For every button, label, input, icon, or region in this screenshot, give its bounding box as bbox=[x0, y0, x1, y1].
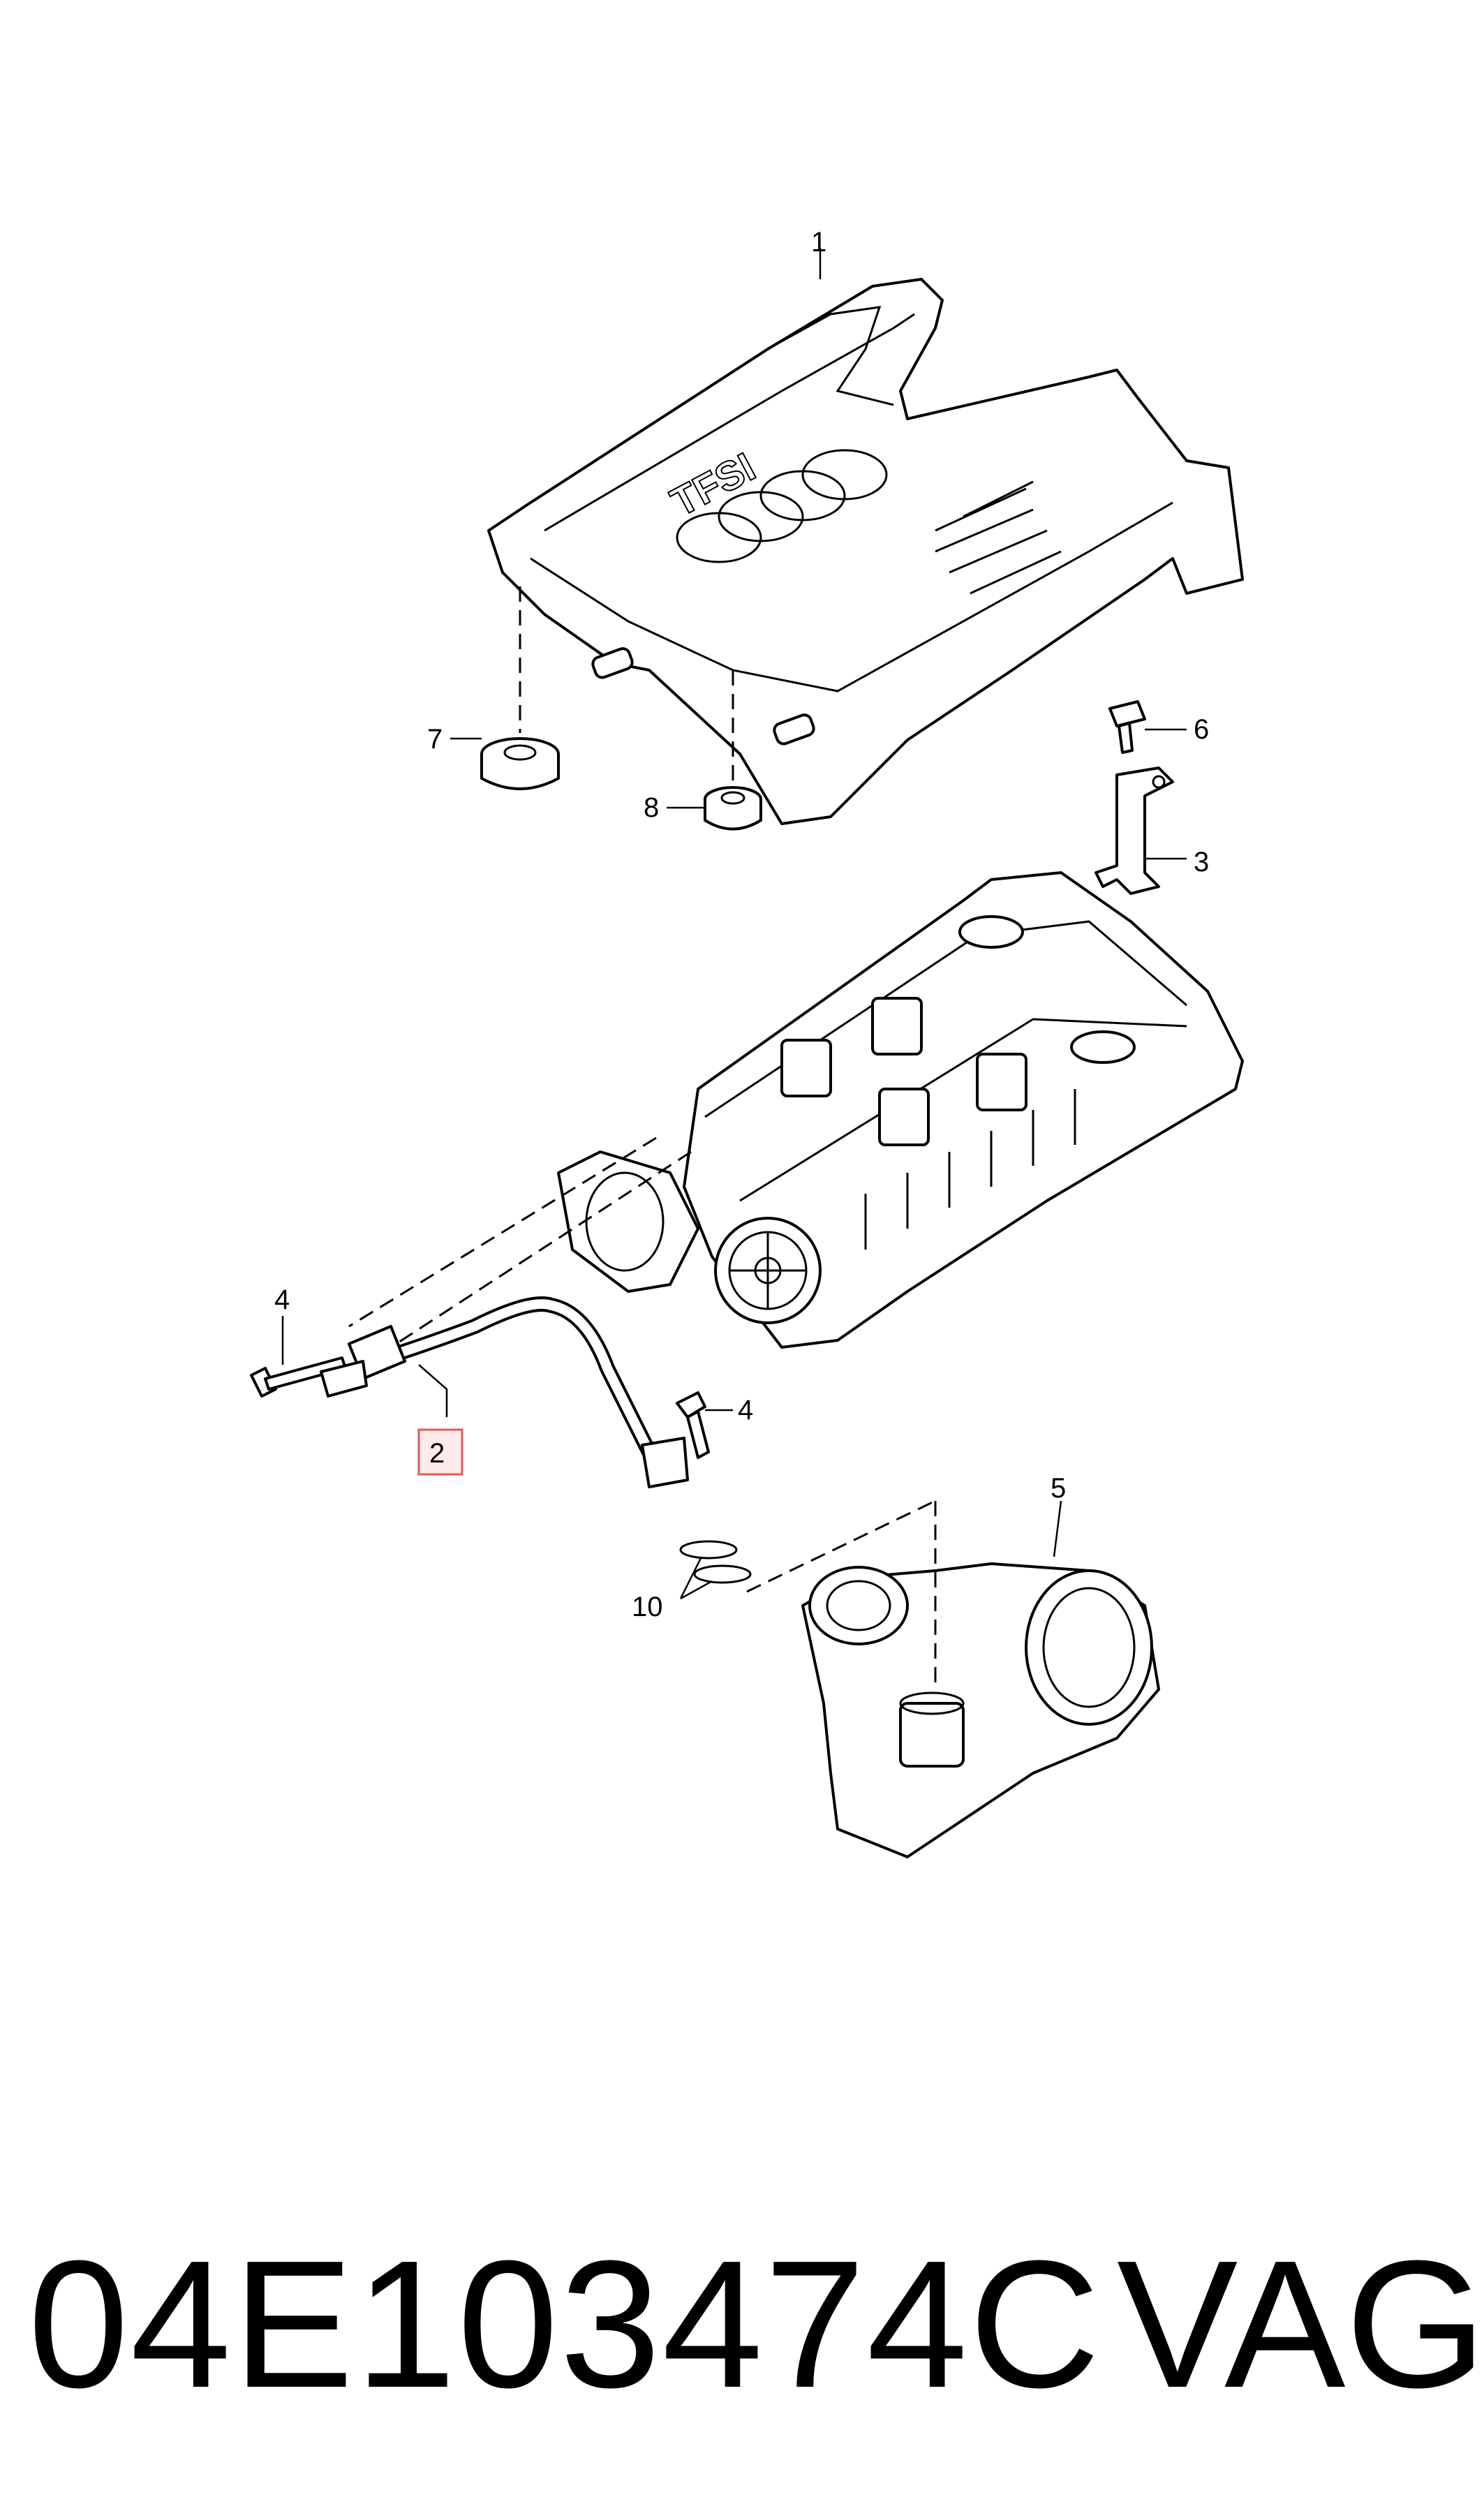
callout-2: 2 bbox=[429, 1438, 445, 1469]
callout-8: 8 bbox=[644, 792, 659, 823]
callout-2-highlight bbox=[417, 1428, 463, 1476]
callout-1: 1 bbox=[811, 227, 826, 258]
callout-6: 6 bbox=[1194, 714, 1209, 745]
callout-3: 3 bbox=[1194, 847, 1209, 877]
callout-5: 5 bbox=[1051, 1473, 1066, 1504]
bracket-3 bbox=[1095, 766, 1174, 895]
callout-4-left: 4 bbox=[274, 1284, 290, 1315]
thermostat-housing bbox=[746, 1499, 1160, 1858]
bolt-6 bbox=[1108, 700, 1146, 754]
engine-cover: TFSI bbox=[487, 248, 1244, 825]
grommet-8 bbox=[704, 670, 762, 831]
part-number: 04E103474C bbox=[28, 2223, 1101, 2426]
callout-10: 10 bbox=[632, 1592, 663, 1622]
coolant-pipe bbox=[320, 1296, 689, 1488]
o-rings-10 bbox=[679, 1540, 752, 1600]
callout-4-right: 4 bbox=[738, 1395, 753, 1425]
grommet-7 bbox=[480, 586, 560, 790]
brand-name: VAG bbox=[1117, 2223, 1484, 2426]
bolt-4-right bbox=[676, 1391, 733, 1459]
cylinder-head bbox=[348, 871, 1244, 1349]
callout-7: 7 bbox=[427, 724, 443, 755]
